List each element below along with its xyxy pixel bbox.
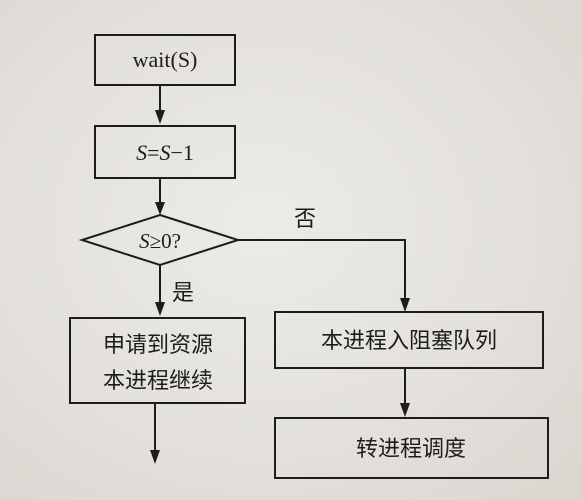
decrement-box-label: S=S−1 <box>136 140 194 165</box>
schedule-box <box>274 417 549 479</box>
granted-box <box>69 317 246 404</box>
wait-box <box>94 34 236 86</box>
no-label: 否 <box>294 207 316 232</box>
condition-label: S≥0? <box>139 229 181 253</box>
arrow-condition-no <box>238 239 406 300</box>
arrowhead-condition-no <box>400 298 410 312</box>
blocked-box-label: 本进程入阻塞队列 <box>321 329 497 354</box>
granted-box-line2: 本进程继续 <box>103 369 213 394</box>
granted-box-line1: 申请到资源 <box>103 333 213 358</box>
arrowhead-granted-continue <box>150 450 160 464</box>
schedule-box-label: 转进程调度 <box>356 437 466 462</box>
yes-label: 是 <box>172 281 194 306</box>
arrowhead-blocked-to-schedule <box>400 403 410 417</box>
wait-box-label: wait(S) <box>133 47 198 72</box>
blocked-box <box>274 311 544 369</box>
decrement-box <box>94 125 236 179</box>
arrowhead-condition-yes <box>155 302 165 316</box>
arrowhead-wait-to-decrement <box>155 110 165 124</box>
arrowhead-decrement-to-condition <box>155 202 165 215</box>
